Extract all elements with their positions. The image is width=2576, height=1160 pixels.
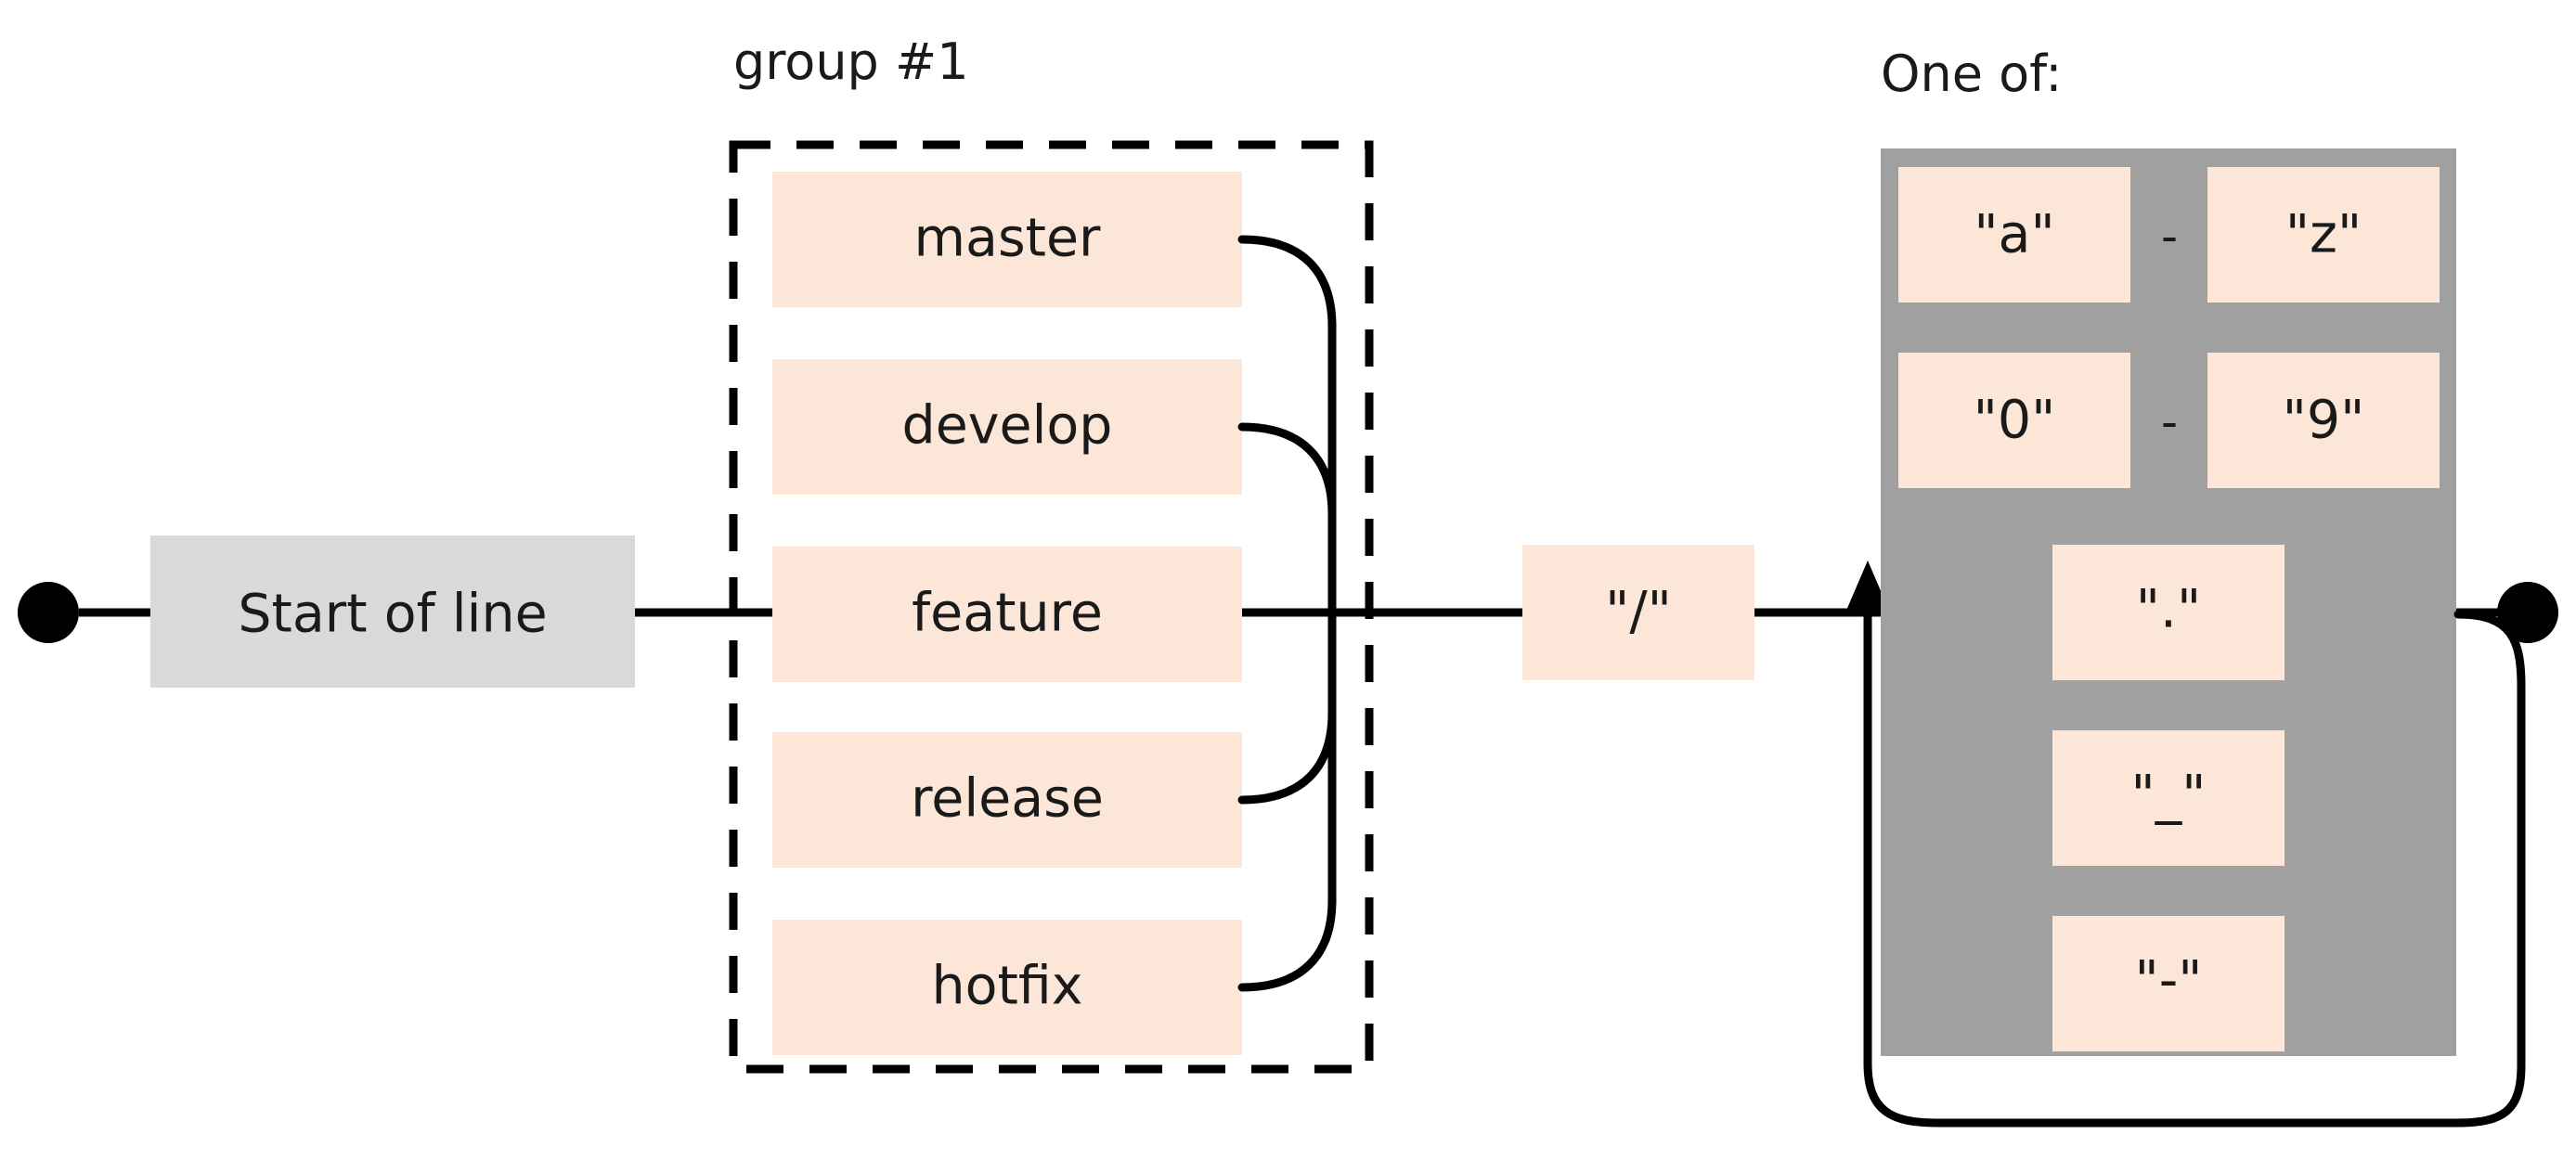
- group-caption: group #1: [733, 32, 969, 91]
- group-frame: [729, 140, 1374, 1074]
- charclass-range-from-a-label: "a": [1974, 204, 2054, 265]
- wire-develop-join: [1237, 422, 1337, 519]
- alt-label-hotfix: hotfix: [932, 956, 1083, 1017]
- charclass-range-dash-0: -: [2161, 210, 2178, 264]
- separator-slash-label: "/": [1605, 581, 1672, 642]
- alt-box-hotfix[interactable]: [772, 920, 1242, 1055]
- charclass-range-from-0[interactable]: [1898, 353, 2130, 488]
- wire-repeat-loopback: [1863, 610, 2526, 1128]
- charclass-single-underscore[interactable]: [2052, 730, 2285, 866]
- charclass-range-to-z[interactable]: [2207, 167, 2440, 303]
- charclass-range-to-9[interactable]: [2207, 353, 2440, 488]
- charclass-range-to-z-label: "z": [2285, 204, 2362, 265]
- charclass-single-hyphen-label: "-": [2134, 950, 2202, 1012]
- wire-master-join: [1237, 235, 1337, 331]
- charclass-single-dot[interactable]: [2052, 545, 2285, 680]
- charclass-single-dot-label: ".": [2136, 579, 2202, 640]
- anchor-start-of-line-label: Start of line: [238, 584, 547, 645]
- alt-box-feature[interactable]: [772, 547, 1242, 682]
- loop-arrow-head-icon: [1845, 561, 1890, 612]
- charclass-range-to-9-label: "9": [2283, 390, 2365, 451]
- charclass-single-underscore-label: "_": [2131, 765, 2207, 826]
- alt-box-develop[interactable]: [772, 359, 1242, 495]
- separator-slash-box[interactable]: [1522, 545, 1754, 680]
- charclass-range-from-a[interactable]: [1898, 167, 2130, 303]
- alt-box-release[interactable]: [772, 732, 1242, 868]
- wire-release-join: [1237, 708, 1337, 805]
- wire-hotfix-join: [1237, 896, 1337, 992]
- end-terminal-dot: [2497, 582, 2558, 643]
- charclass-range-dash-1: -: [2161, 395, 2178, 449]
- alt-label-master: master: [913, 208, 1101, 269]
- anchor-start-of-line-box[interactable]: [150, 535, 635, 688]
- alt-label-release: release: [911, 768, 1104, 830]
- charclass-range-from-0-label: "0": [1974, 390, 2056, 451]
- charclass-caption: One of:: [1881, 45, 2062, 103]
- alt-label-feature: feature: [912, 583, 1103, 644]
- alt-label-develop: develop: [902, 395, 1113, 457]
- alt-box-master[interactable]: [772, 172, 1242, 307]
- start-terminal-dot: [18, 582, 79, 643]
- charclass-single-hyphen[interactable]: [2052, 916, 2285, 1051]
